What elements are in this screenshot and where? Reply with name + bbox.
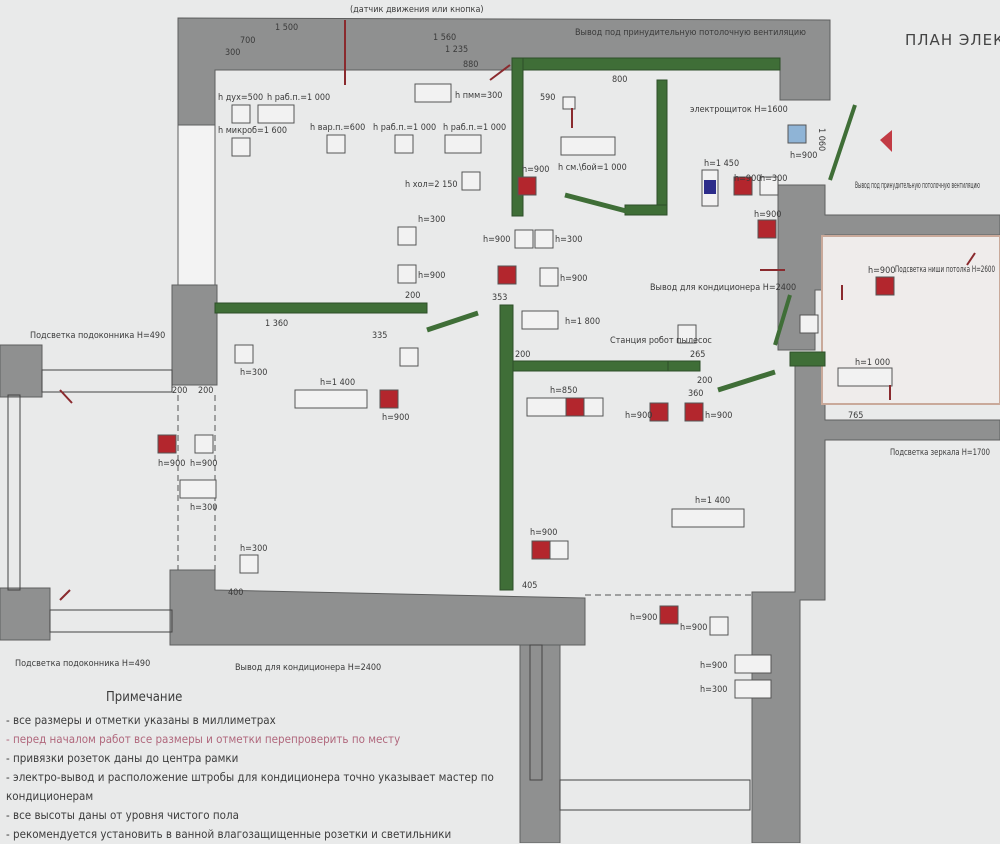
ac-label-right: Вывод для кондиционера H=2400 bbox=[650, 283, 796, 293]
dim: 1 060 bbox=[816, 128, 826, 151]
dim: 765 bbox=[848, 411, 863, 421]
notes-heading: Примечание bbox=[106, 690, 183, 705]
height: h=1 400 bbox=[695, 496, 730, 506]
height: h=900 bbox=[560, 274, 587, 284]
note-item: - все размеры и отметки указаны в миллим… bbox=[6, 713, 276, 727]
walls bbox=[0, 17, 1000, 843]
note-item: - перед началом работ все размеры и отме… bbox=[6, 732, 401, 746]
height: h=1 000 bbox=[855, 358, 890, 368]
height: h=300 bbox=[190, 503, 217, 513]
arrows bbox=[59, 20, 976, 601]
height: h=900 bbox=[530, 528, 557, 538]
notes-section: Примечание - все размеры и отметки указа… bbox=[0, 688, 520, 844]
dim: 405 bbox=[522, 581, 537, 591]
height: h=900 bbox=[734, 174, 761, 184]
partitions bbox=[214, 57, 857, 591]
height: h=1 400 bbox=[320, 378, 355, 388]
dim: 880 bbox=[463, 60, 478, 70]
height: h=900 bbox=[754, 210, 781, 220]
vent-label-top: Вывод под принудительную потолочную вент… bbox=[575, 28, 806, 38]
sill-light-label-top: Подсветка подоконника H=490 bbox=[30, 331, 165, 341]
microwave-height: h микроб=1 600 bbox=[218, 125, 287, 136]
height: h=900 bbox=[680, 623, 707, 633]
dim: 1 500 bbox=[275, 23, 298, 33]
note-item: - все высоты даны от уровня чистого пола bbox=[6, 808, 239, 822]
washer-height: h см.\бой=1 000 bbox=[558, 162, 627, 173]
dim: 265 bbox=[690, 350, 705, 360]
windows bbox=[7, 369, 752, 811]
height: h=300 bbox=[760, 174, 787, 184]
dim: 200 bbox=[198, 386, 213, 396]
height: h=1 450 bbox=[704, 159, 739, 169]
height: h=900 bbox=[630, 613, 657, 623]
dim: 590 bbox=[540, 93, 555, 103]
dim: 200 bbox=[697, 376, 712, 386]
sill-light-label-bottom: Подсветка подоконника H=490 bbox=[15, 659, 150, 669]
dim: 400 bbox=[228, 588, 243, 598]
dishwasher-height: h пмм=300 bbox=[455, 91, 502, 101]
dimension-labels: 1 500 700 300 1 560 1 235 880 800 590 1 … bbox=[172, 23, 863, 598]
dim: 1 360 bbox=[265, 319, 288, 329]
dim: 1 235 bbox=[445, 45, 468, 55]
note-item: - электро-вывод и расположение штробы дл… bbox=[6, 770, 494, 803]
height: h=300 bbox=[418, 215, 445, 225]
height: h=900 bbox=[522, 165, 549, 175]
dim: 200 bbox=[405, 291, 420, 301]
vent-label-mid: Вывод под принудительную потолочную вент… bbox=[855, 181, 980, 191]
plan-title: ПЛАН ЭЛЕК bbox=[905, 31, 1000, 49]
fridge-height: h хол=2 150 bbox=[405, 180, 458, 190]
ac-label-bottom: Вывод для кондиционера H=2400 bbox=[235, 663, 381, 673]
height: h=900 bbox=[418, 271, 445, 281]
sockets bbox=[157, 83, 895, 699]
dim: 300 bbox=[225, 48, 240, 58]
work-height-2: h раб.п.=1 000 bbox=[373, 122, 436, 133]
panel-label: электрощиток H=1600 bbox=[690, 105, 788, 115]
mirror-light-label: Подсветка зеркала H=1700 bbox=[890, 448, 990, 458]
height: h=1 800 bbox=[565, 317, 600, 327]
height: h=900 bbox=[190, 459, 217, 469]
height-labels: h=300 h=900 h=900 h=900 h=300 h=900 h=1 … bbox=[158, 151, 895, 695]
height: h=300 bbox=[240, 544, 267, 554]
height: h=900 bbox=[705, 411, 732, 421]
height: h=900 bbox=[483, 235, 510, 245]
height: h=900 bbox=[382, 413, 409, 423]
note-item: - привязки розеток даны до центра рамки bbox=[6, 751, 239, 765]
height: h=300 bbox=[700, 685, 727, 695]
height: h=900 bbox=[868, 266, 895, 276]
dim: 200 bbox=[515, 350, 530, 360]
height: h=300 bbox=[555, 235, 582, 245]
robot-station-label: Станция робот пылесос bbox=[610, 335, 712, 346]
note-item: - рекомендуется установить в ванной влаг… bbox=[6, 827, 452, 841]
work-height-3: h раб.п.=1 000 bbox=[443, 122, 506, 133]
dim: 200 bbox=[172, 386, 187, 396]
dim: 353 bbox=[492, 293, 507, 303]
height: h=900 bbox=[790, 151, 817, 161]
height: h=900 bbox=[158, 459, 185, 469]
oven-height: h дух=500 bbox=[218, 93, 263, 103]
dim: 360 bbox=[688, 389, 703, 399]
height: h=900 bbox=[700, 661, 727, 671]
dim: 700 bbox=[240, 36, 255, 46]
hob-height: h вар.п.=600 bbox=[310, 123, 365, 133]
dim: 1 560 bbox=[433, 33, 456, 43]
dim: 335 bbox=[372, 331, 387, 341]
motion-sensor-label: (датчик движения или кнопка) bbox=[350, 5, 484, 15]
dim: 800 bbox=[612, 75, 627, 85]
height: h=850 bbox=[550, 386, 577, 396]
work-height-1: h раб.п.=1 000 bbox=[267, 92, 330, 103]
height: h=300 bbox=[240, 368, 267, 378]
niche-light-label: Подсветка ниши потолка H=2600 bbox=[895, 265, 995, 275]
height: h=900 bbox=[625, 411, 652, 421]
